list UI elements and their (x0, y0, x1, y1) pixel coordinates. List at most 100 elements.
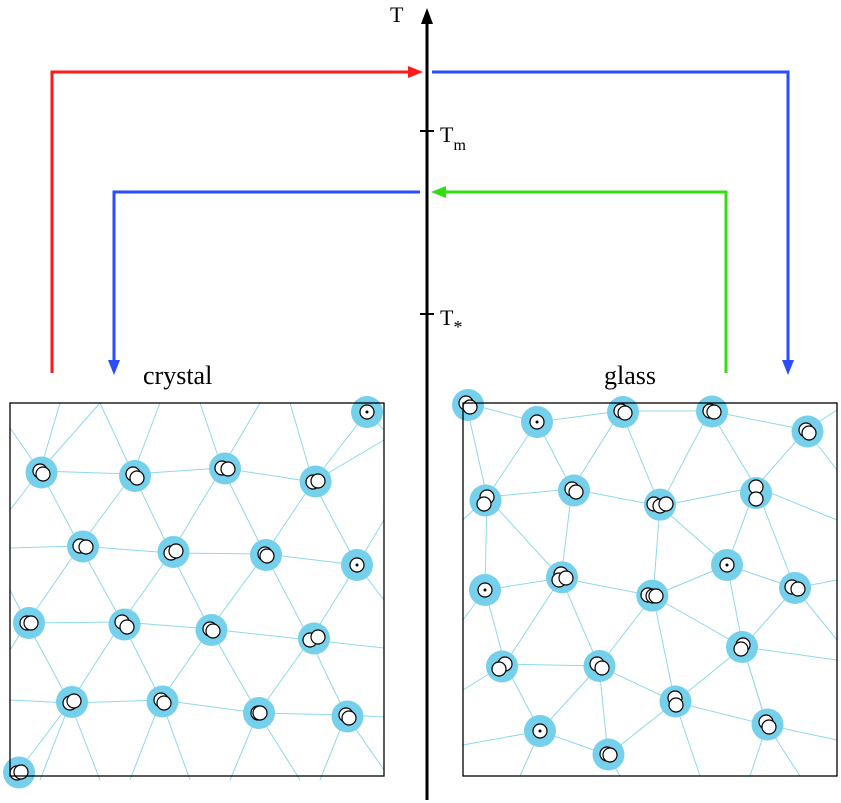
glass-box (462, 402, 838, 777)
glass-particle (476, 496, 492, 512)
crystal-site (195, 614, 228, 646)
crystal-particle (156, 695, 172, 711)
crystal-particles (3, 396, 383, 789)
crystal-site (3, 756, 35, 789)
glass-particle (748, 491, 764, 507)
glass-site (740, 477, 772, 509)
temperature-axis: T Tm T* (390, 2, 466, 800)
quench-arrow-melt-to-glass (432, 70, 794, 375)
glass-particle (658, 496, 674, 512)
crystal-site (25, 456, 58, 489)
glass-particle (602, 747, 618, 763)
glass-site (711, 549, 743, 581)
heating-arrowhead (408, 66, 423, 78)
crystal-site (243, 697, 275, 729)
glass-particle (568, 484, 584, 500)
crystal-panel (3, 396, 385, 789)
glass-particles (452, 389, 824, 771)
crystal-particle (220, 461, 236, 477)
glass-particle (733, 641, 749, 657)
glass-particle (761, 719, 777, 735)
tick-label-melting-base: T (440, 122, 454, 147)
crystal-particle (252, 705, 268, 721)
crystal-site (146, 685, 179, 718)
crystal-particle (35, 466, 51, 482)
glass-particle (594, 660, 610, 676)
crystal-particle (78, 539, 94, 555)
glass-particle-center-dot (535, 420, 539, 424)
crystal-site (299, 465, 332, 498)
heating-arrow-crystal-to-melt (50, 66, 423, 373)
crystal-particle (310, 473, 326, 489)
glass-site (546, 561, 578, 594)
quench-arrow-path (432, 70, 790, 360)
glass-particle (790, 581, 806, 597)
reheat-arrowhead (431, 186, 446, 198)
crystal-particle (119, 619, 135, 635)
crystal-site (341, 549, 373, 581)
cooling-arrow-to-crystal (108, 190, 420, 375)
crystal-panel-label: crystal (143, 361, 212, 390)
glass-site (607, 396, 639, 428)
tick-label-melting: Tm (440, 122, 466, 154)
crystal-particle (66, 693, 82, 709)
crystal-particle (259, 548, 275, 564)
tick-label-star-base: T (440, 305, 454, 330)
glass-particle (706, 404, 722, 420)
glass-particle (617, 405, 633, 421)
crystal-site (209, 452, 241, 485)
tick-label-melting-sub: m (453, 137, 466, 154)
glass-site (592, 738, 625, 771)
crystal-site (250, 539, 282, 571)
crystal-particle (129, 470, 145, 486)
glass-particle (491, 661, 507, 677)
cooling-arrow-path (112, 190, 420, 360)
glass-particle (558, 570, 574, 586)
quench-arrowhead (782, 360, 794, 375)
glass-panel (452, 389, 838, 777)
glass-site (779, 572, 811, 604)
crystal-particle-center-dot (365, 410, 369, 414)
glass-site (696, 395, 728, 428)
glass-particle-center-dot (725, 563, 729, 567)
crystal-particle (23, 615, 39, 631)
glass-particle (648, 588, 664, 604)
glass-site (524, 715, 556, 747)
tick-label-star: T* (440, 305, 462, 337)
glass-particle-center-dot (483, 588, 487, 592)
cooling-arrowhead (108, 360, 120, 375)
crystal-particle (13, 764, 29, 780)
glass-panel-label: glass (604, 361, 656, 390)
crystal-site (351, 396, 383, 428)
crystal-particle (205, 623, 221, 639)
crystal-site (119, 460, 151, 492)
glass-site (521, 406, 553, 438)
reheat-arrow-glass-up (431, 186, 728, 373)
crystal-particle (168, 543, 184, 559)
crystal-particle (310, 629, 326, 645)
glass-particle (668, 697, 684, 713)
crystal-site (56, 686, 88, 718)
heating-arrow-path (50, 70, 414, 373)
glass-site (486, 650, 518, 683)
glass-site (751, 708, 784, 741)
temperature-axis-label: T (390, 2, 404, 27)
crystal-site (13, 607, 45, 639)
reheat-arrow-path (445, 190, 728, 373)
crystal-site (157, 536, 190, 568)
crystal-site (67, 530, 99, 563)
glass-site (469, 484, 502, 517)
crystal-site (108, 608, 141, 641)
crystal-site (298, 622, 330, 655)
crystal-bond-network (9, 402, 385, 781)
glass-site (644, 488, 676, 521)
glass-site (659, 685, 692, 718)
glass-site (726, 631, 758, 663)
tick-label-star-sub: * (453, 317, 462, 337)
crystal-site (331, 700, 364, 733)
glass-site (452, 389, 484, 421)
glass-site (469, 574, 501, 606)
crystal-particle-center-dot (355, 563, 359, 567)
glass-site (791, 415, 824, 448)
